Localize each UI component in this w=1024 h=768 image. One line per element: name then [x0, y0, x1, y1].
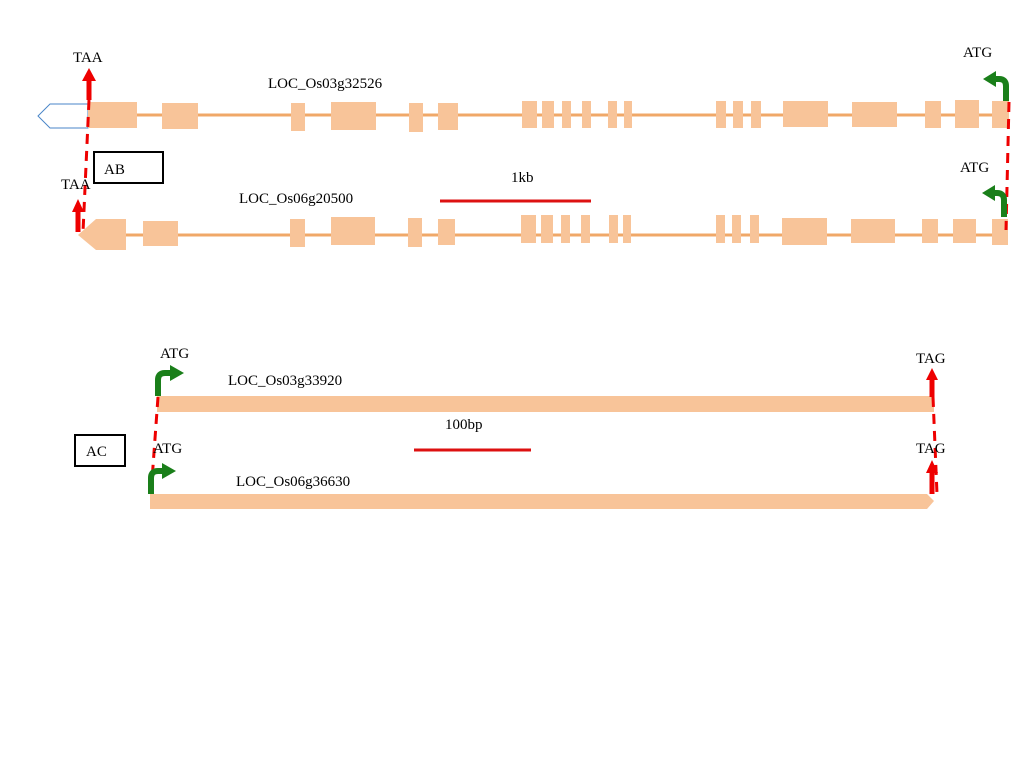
utr-outline	[37, 103, 89, 129]
start-arrow-icon	[148, 463, 176, 494]
stop-arrow-icon	[926, 460, 938, 494]
start-arrow-icon	[982, 185, 1007, 217]
start-codon-label: ATG	[160, 346, 189, 362]
gene-name-label: LOC_Os03g33920	[228, 373, 342, 389]
exon	[716, 215, 725, 243]
exon	[624, 101, 632, 128]
exon	[992, 101, 1009, 128]
exon	[562, 101, 571, 128]
exon	[162, 103, 198, 129]
panel-ac: ATG LOC_Os03g33920 TAG 100bp ATG TAG LOC…	[74, 346, 946, 509]
exon	[409, 103, 423, 132]
stop-codon-label: TAG	[916, 351, 946, 367]
start-codon-label: ATG	[960, 160, 989, 176]
exon	[438, 219, 455, 245]
stop-arrow-icon	[82, 68, 96, 100]
panel-ab: LOC_Os03g32526 TAA ATG LOC_Os06g20500 TA…	[37, 45, 1011, 250]
start-arrow-icon	[983, 71, 1009, 101]
gene-name-label: LOC_Os06g20500	[239, 191, 353, 207]
scale-label: 100bp	[445, 417, 483, 433]
exon	[542, 101, 554, 128]
exon	[88, 102, 137, 128]
exon	[782, 218, 827, 245]
stop-codon-label: TAA	[61, 177, 91, 193]
panel-label: AB	[104, 162, 125, 178]
panel-ab-label-box	[93, 151, 164, 184]
exon	[716, 101, 726, 128]
exon	[522, 101, 537, 128]
exon	[953, 219, 976, 243]
exon	[581, 215, 590, 243]
exon	[925, 101, 941, 128]
gene-name-label: LOC_Os06g36630	[236, 474, 350, 490]
stop-arrow-icon	[926, 368, 938, 397]
exon	[852, 102, 897, 127]
gene-bar-os06g36630	[150, 494, 934, 509]
exon	[851, 219, 895, 243]
stop-codon-label: TAA	[73, 50, 103, 66]
exon	[561, 215, 570, 243]
exon	[751, 101, 761, 128]
start-codon-label: ATG	[153, 441, 182, 457]
exon	[733, 101, 743, 128]
gene-bar-os03g33920	[157, 396, 934, 412]
exon	[783, 101, 828, 127]
exon	[608, 101, 617, 128]
stop-arrow-icon	[72, 199, 84, 232]
exon	[290, 219, 305, 247]
exon-terminal	[78, 219, 126, 250]
gene-os06g20500-track	[78, 215, 1008, 250]
exon	[291, 103, 305, 131]
gene-name-label: LOC_Os03g32526	[268, 76, 383, 92]
exon	[438, 103, 458, 130]
panel-label: AC	[86, 444, 107, 460]
panel-ac-label-box	[74, 434, 126, 467]
exon	[143, 221, 178, 246]
scale-label: 1kb	[511, 170, 534, 186]
exon	[331, 217, 375, 245]
alignment-dash-left	[81, 99, 91, 233]
stop-codon-label: TAG	[916, 441, 946, 457]
exon	[623, 215, 631, 243]
exon	[541, 215, 553, 243]
exon-group	[78, 215, 1008, 250]
start-codon-label: ATG	[963, 45, 992, 61]
exon-group	[88, 100, 1009, 132]
exon	[955, 100, 979, 128]
exon	[408, 218, 422, 247]
exon	[331, 102, 376, 130]
exon	[732, 215, 741, 243]
exon	[609, 215, 618, 243]
gene-os03g32526-track	[37, 100, 1009, 132]
exon	[922, 219, 938, 243]
exon	[992, 219, 1008, 245]
start-arrow-icon	[155, 365, 184, 396]
exon	[582, 101, 591, 128]
exon	[521, 215, 536, 243]
exon	[750, 215, 759, 243]
